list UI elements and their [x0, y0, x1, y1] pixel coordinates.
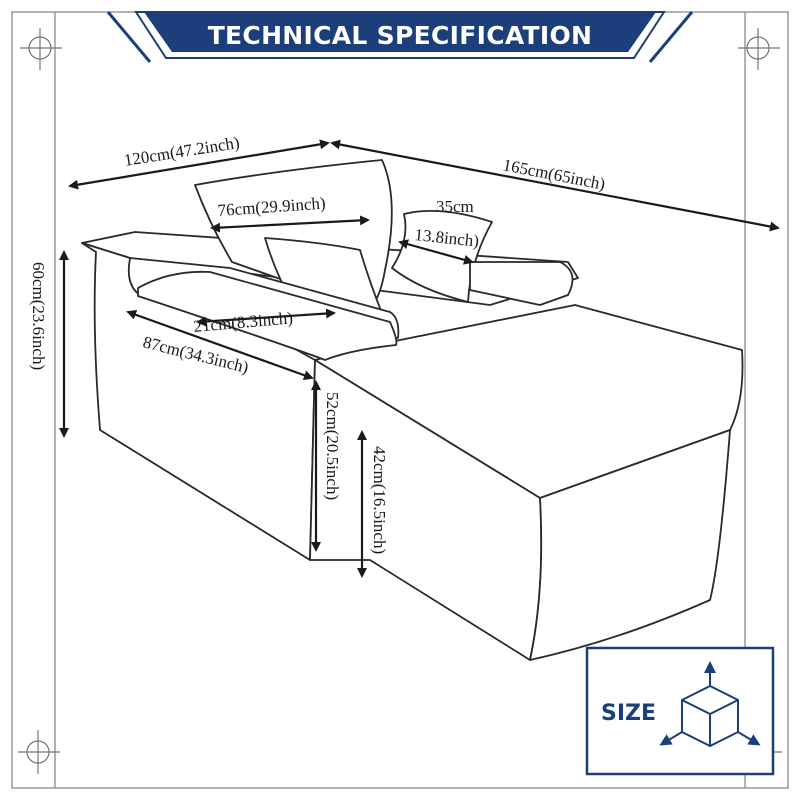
dimension-label-seat-height: 42cm(16.5inch)	[370, 446, 389, 554]
dimension-label-arm-height: 52cm(20.5inch)	[323, 392, 342, 500]
dimension-label-total-height: 60cm(23.6inch)	[29, 262, 48, 370]
dimension-label-total-length: 165cm(65inch)	[501, 155, 607, 193]
sofa-illustration	[81, 159, 744, 661]
page-title: TECHNICAL SPECIFICATION	[208, 21, 593, 50]
dimension-lines	[59, 139, 780, 578]
registration-mark-icon	[18, 730, 60, 774]
cube-axes-icon	[659, 661, 761, 748]
dimension-label-back-width: 120cm(47.2inch)	[123, 133, 241, 170]
dimension-label-pillow-top: 35cm	[436, 197, 474, 216]
registration-mark-icon	[738, 28, 780, 70]
registration-mark-icon	[20, 28, 62, 70]
size-badge: SIZE	[585, 646, 775, 776]
title-banner: TECHNICAL SPECIFICATION	[106, 11, 694, 63]
size-label: SIZE	[601, 701, 656, 726]
